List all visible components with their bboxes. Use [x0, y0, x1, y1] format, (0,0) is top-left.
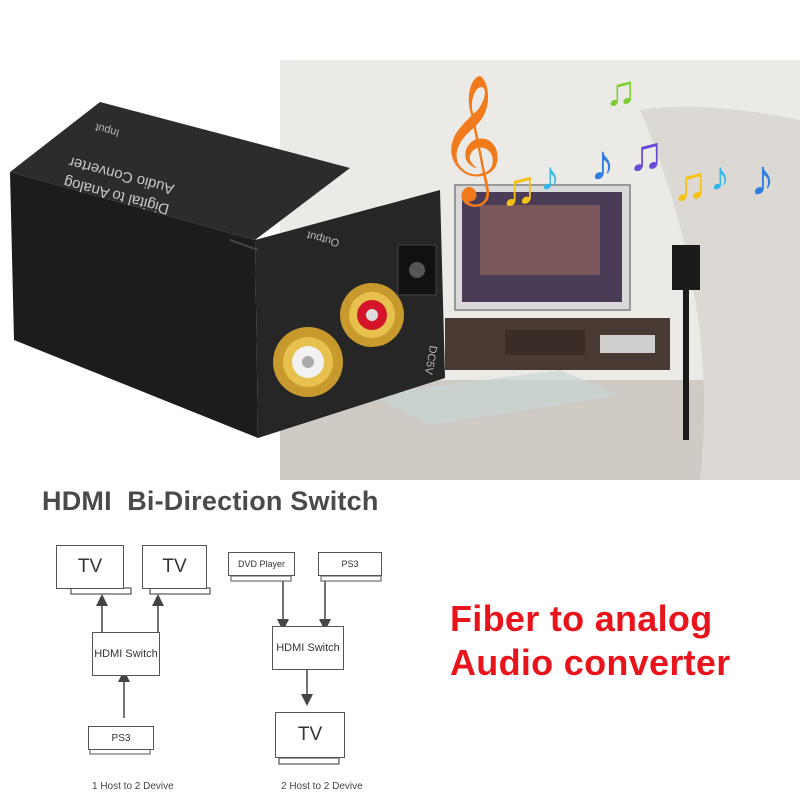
device-label-dc: DC5V [422, 344, 439, 376]
product-photo: 𝄞 ♫ ♪ ♪ ♫ ♫ ♫ ♪ ♪ Input Digital to Analo… [10, 60, 800, 480]
note-icon: ♫ [628, 128, 664, 181]
rca-red-pin [366, 309, 378, 321]
tv1-box: TV [56, 545, 124, 589]
caption-left: 1 Host to 2 Devive [92, 781, 174, 792]
hdmi-switch-left: HDMI Switch [92, 632, 160, 676]
hdmi-switch-right: HDMI Switch [272, 626, 344, 670]
curtain [640, 106, 800, 480]
dc-jack-hole [409, 262, 425, 278]
tv2-box: TV [142, 545, 207, 589]
tv-right-stand [278, 757, 340, 765]
music-notes-icon: 𝄞 ♫ ♪ ♪ ♫ ♫ ♫ ♪ ♪ [438, 67, 775, 216]
note-icon: ♫ [672, 158, 708, 211]
note-icon: ♪ [710, 155, 730, 199]
device-edge [229, 239, 259, 251]
treble-clef-icon: 𝄞 [438, 76, 503, 207]
speaker-icon [672, 245, 700, 290]
speaker-stand [683, 290, 689, 440]
glass-table [370, 370, 620, 425]
promo-line-1: Fiber to analog [450, 598, 713, 639]
note-icon: ♪ [540, 155, 560, 199]
device-left-face [10, 172, 258, 438]
dvd-feet [230, 575, 292, 582]
promo-line-2: Audio converter [450, 642, 731, 683]
note-icon: ♪ [590, 135, 615, 191]
converter-device: Input Digital to Analog Audio Converter … [10, 102, 445, 438]
tv-right-box: TV [275, 712, 345, 758]
note-icon: ♫ [605, 67, 637, 114]
rca-white-pin [302, 356, 314, 368]
ps3-left-box: PS3 [88, 726, 154, 750]
room-tv-glow [480, 205, 600, 275]
device-top [10, 102, 350, 240]
tv-cabinet-device [600, 335, 655, 353]
ps3-right-box: PS3 [318, 552, 382, 576]
note-icon: ♪ [750, 150, 775, 206]
note-icon: ♫ [500, 160, 538, 216]
dvd-player-box: DVD Player [228, 552, 295, 576]
tv-cabinet-drawer [505, 330, 585, 355]
ps3-right-feet [320, 575, 382, 582]
diagram-title: HDMI Bi-Direction Switch [42, 486, 379, 516]
caption-right: 2 Host to 2 Devive [281, 781, 363, 792]
